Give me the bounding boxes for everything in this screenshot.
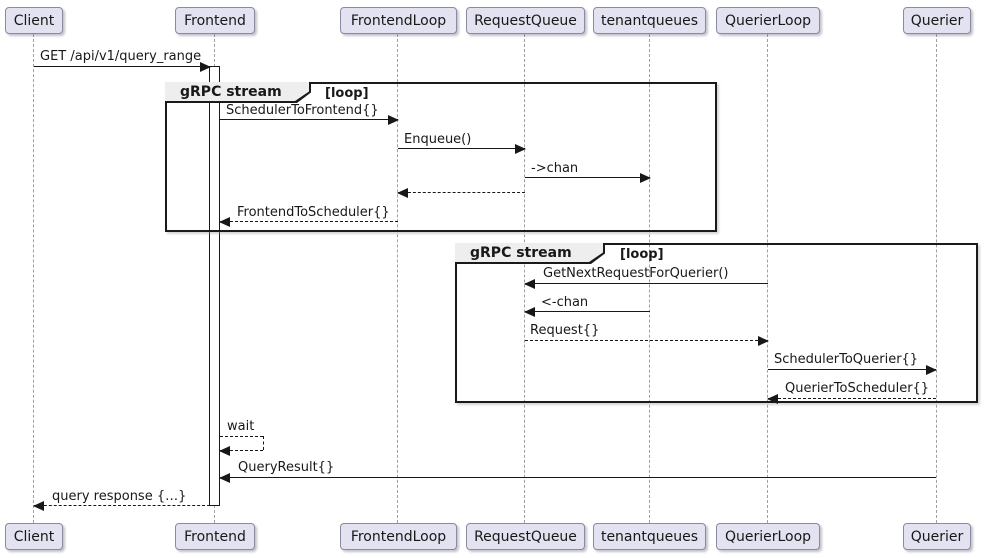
- lifeline-tenantqueues: [649, 34, 650, 523]
- lifeline-frontendloop: [397, 34, 398, 523]
- participant-label: Querier: [910, 528, 964, 545]
- arrowhead-left-icon: [219, 217, 230, 227]
- group-title: gRPC stream: [165, 82, 309, 101]
- arrowhead-right-icon: [640, 173, 651, 183]
- participant-label: Querier: [910, 12, 964, 29]
- lifeline-client: [33, 34, 34, 523]
- participant-frontend-bottom: Frontend: [175, 523, 255, 550]
- participant-label: RequestQueue: [474, 528, 577, 545]
- activation-bar-frontend: [209, 66, 220, 506]
- message-arrow-wait-back: [219, 446, 263, 456]
- participant-label: FrontendLoop: [350, 12, 447, 29]
- message-arrow-wait-out: [220, 436, 263, 437]
- participant-frontend-top: Frontend: [175, 7, 255, 34]
- group-header: gRPC stream: [165, 82, 311, 103]
- participant-label: Frontend: [184, 528, 246, 545]
- lifeline-requestqueue: [524, 34, 525, 523]
- participant-requestqueue-top: RequestQueue: [466, 7, 585, 34]
- lifeline-querier: [936, 34, 937, 523]
- message-label-from-chan: <-chan: [541, 295, 589, 310]
- arrowhead-left-icon: [219, 446, 230, 456]
- arrowhead-right-icon: [758, 336, 769, 346]
- message-arrow-wait-vertical: [263, 436, 264, 450]
- arrowhead-left-icon: [524, 279, 535, 289]
- participant-label: Client: [13, 528, 55, 545]
- message-label-scheduler-to-querier: SchedulerToQuerier{}: [774, 352, 919, 367]
- message-label-query-result: QueryResult{}: [238, 460, 335, 475]
- group-frame-grpc-stream-frontend: gRPC stream [loop]: [165, 82, 717, 232]
- message-arrow-to-chan: [525, 173, 651, 183]
- arrowhead-left-icon: [767, 394, 778, 404]
- group-frame-grpc-stream-querier: gRPC stream [loop]: [455, 243, 978, 403]
- participant-label: Frontend: [184, 12, 246, 29]
- participant-frontendloop-top: FrontendLoop: [340, 7, 457, 34]
- message-label-frontend-to-scheduler: FrontendToScheduler{}: [237, 205, 390, 220]
- arrowhead-right-icon: [515, 144, 526, 154]
- participant-label: Client: [13, 12, 55, 29]
- group-tag-loop: [loop]: [325, 86, 369, 101]
- message-label-request: Request{}: [530, 323, 600, 338]
- message-label-wait: wait: [227, 419, 255, 434]
- message-arrow-enqueue: [398, 144, 526, 154]
- message-label-get-query-range: GET /api/v1/query_range: [40, 49, 202, 64]
- message-arrow-get-next-request: [524, 279, 768, 289]
- arrowhead-right-icon: [388, 115, 399, 125]
- message-arrow-frontend-to-scheduler: [219, 217, 398, 227]
- participant-client-bottom: Client: [5, 523, 63, 550]
- message-arrow-query-result: [219, 473, 936, 483]
- message-arrow-scheduler-to-frontend: [220, 115, 399, 125]
- participant-requestqueue-bottom: RequestQueue: [466, 523, 585, 550]
- arrowhead-right-icon: [926, 365, 937, 375]
- message-label-querier-to-scheduler: QuerierToScheduler{}: [785, 381, 930, 396]
- arrowhead-left-icon: [33, 501, 44, 511]
- participant-label: QuerierLoop: [724, 528, 812, 545]
- message-arrow-from-chan: [524, 307, 650, 317]
- group-tag-loop: [loop]: [620, 247, 664, 262]
- arrowhead-left-icon: [397, 188, 408, 198]
- message-arrow-return-to-frontendloop: [397, 188, 525, 198]
- arrowhead-right-icon: [200, 62, 211, 72]
- participant-querierloop-bottom: QuerierLoop: [716, 523, 820, 550]
- arrowhead-left-icon: [219, 473, 230, 483]
- participant-client-top: Client: [5, 7, 63, 34]
- participant-querier-bottom: Querier: [903, 523, 971, 550]
- message-label-get-next-request: GetNextRequestForQuerier(): [543, 266, 729, 281]
- participant-tenantqueues-bottom: tenantqueues: [593, 523, 706, 550]
- lifeline-querierloop: [767, 34, 768, 523]
- participant-tenantqueues-top: tenantqueues: [593, 7, 706, 34]
- message-label-scheduler-to-frontend: SchedulerToFrontend{}: [226, 103, 379, 118]
- participant-label: RequestQueue: [474, 12, 577, 29]
- participant-label: QuerierLoop: [724, 12, 812, 29]
- participant-querier-top: Querier: [903, 7, 971, 34]
- participant-label: tenantqueues: [600, 12, 699, 29]
- message-arrow-querier-to-scheduler: [767, 394, 936, 404]
- group-header: gRPC stream: [455, 243, 605, 264]
- message-label-enqueue: Enqueue(): [404, 132, 472, 147]
- participant-label: tenantqueues: [600, 528, 699, 545]
- message-arrow-query-response: [33, 501, 210, 511]
- message-label-query-response: query response {…}: [52, 489, 187, 504]
- participant-frontendloop-bottom: FrontendLoop: [340, 523, 457, 550]
- message-arrow-scheduler-to-querier: [768, 365, 937, 375]
- group-title: gRPC stream: [455, 243, 603, 262]
- participant-label: FrontendLoop: [350, 528, 447, 545]
- message-arrow-request: [525, 336, 769, 346]
- participant-querierloop-top: QuerierLoop: [716, 7, 820, 34]
- message-label-to-chan: ->chan: [531, 161, 579, 176]
- message-arrow-get-query-range: [34, 62, 211, 72]
- arrowhead-left-icon: [524, 307, 535, 317]
